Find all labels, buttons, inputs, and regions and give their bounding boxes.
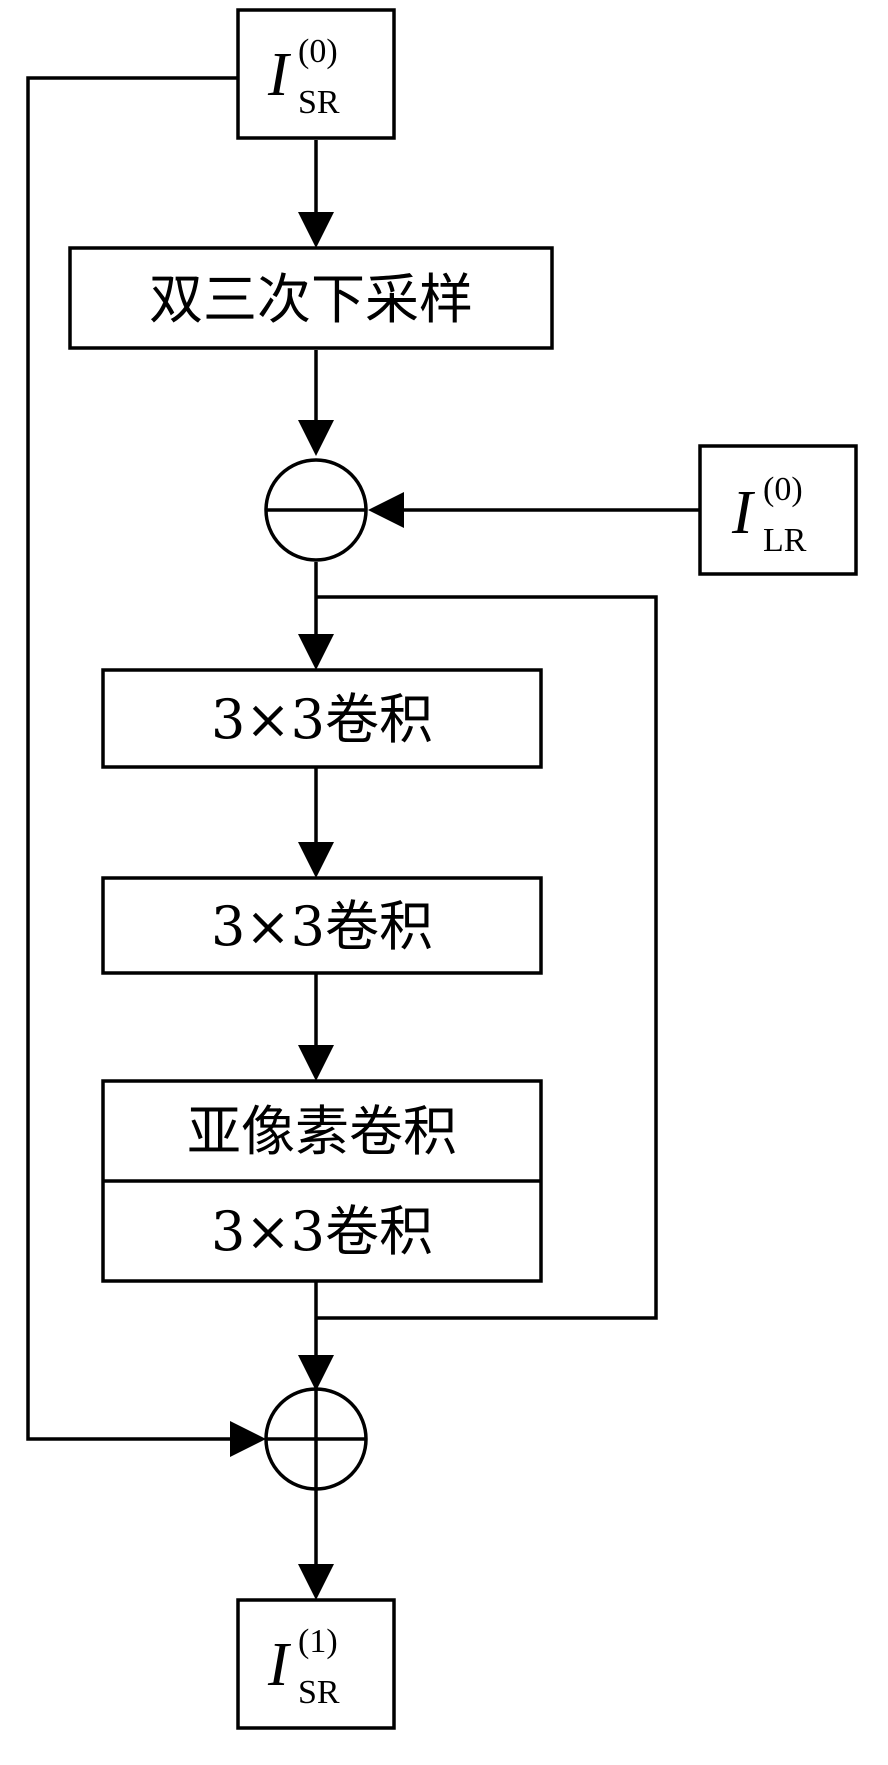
conv2-block: 3×3卷积 [101, 876, 543, 975]
conv3-label: 3×3卷积 [211, 1200, 433, 1263]
arrowhead-add-left [230, 1421, 266, 1457]
arrowhead-subtract-right [368, 492, 404, 528]
edge-global-skip [26, 76, 240, 1441]
input-sr-superscript: (0) [298, 33, 338, 70]
add-operator [264, 1387, 368, 1491]
subpixel-conv-group: 亚像素卷积 3×3卷积 [101, 1079, 543, 1283]
edge-residual-skip [316, 595, 658, 1320]
subpixel-label: 亚像素卷积 [187, 1100, 457, 1163]
arrowhead-conv1 [298, 634, 334, 670]
input-lr-node: I (0) LR [698, 444, 858, 576]
conv1-block: 3×3卷积 [101, 668, 543, 769]
arrowhead-subtract-top [298, 420, 334, 456]
output-sr-superscript: (1) [298, 1623, 338, 1660]
arrowhead-output [298, 1564, 334, 1600]
output-sr-node: I (1) SR [236, 1598, 396, 1730]
subtract-operator [264, 458, 368, 562]
output-sr-subscript: SR [298, 1674, 340, 1711]
input-sr-node: I (0) SR [236, 8, 396, 140]
input-sr-symbol: I [267, 41, 292, 109]
conv1-label: 3×3卷积 [211, 688, 433, 751]
input-sr-subscript: SR [298, 84, 340, 121]
input-lr-subscript: LR [763, 522, 807, 559]
arrowhead-downsample [298, 212, 334, 248]
arrowhead-subpixel [298, 1045, 334, 1081]
downsample-block: 双三次下采样 [68, 246, 554, 350]
output-sr-symbol: I [267, 1631, 292, 1699]
input-lr-symbol: I [731, 479, 756, 547]
conv2-label: 3×3卷积 [211, 895, 433, 958]
arrowhead-add-top [298, 1355, 334, 1391]
arrowhead-conv2 [298, 842, 334, 878]
downsample-label: 双三次下采样 [149, 268, 473, 331]
input-lr-superscript: (0) [763, 471, 803, 508]
